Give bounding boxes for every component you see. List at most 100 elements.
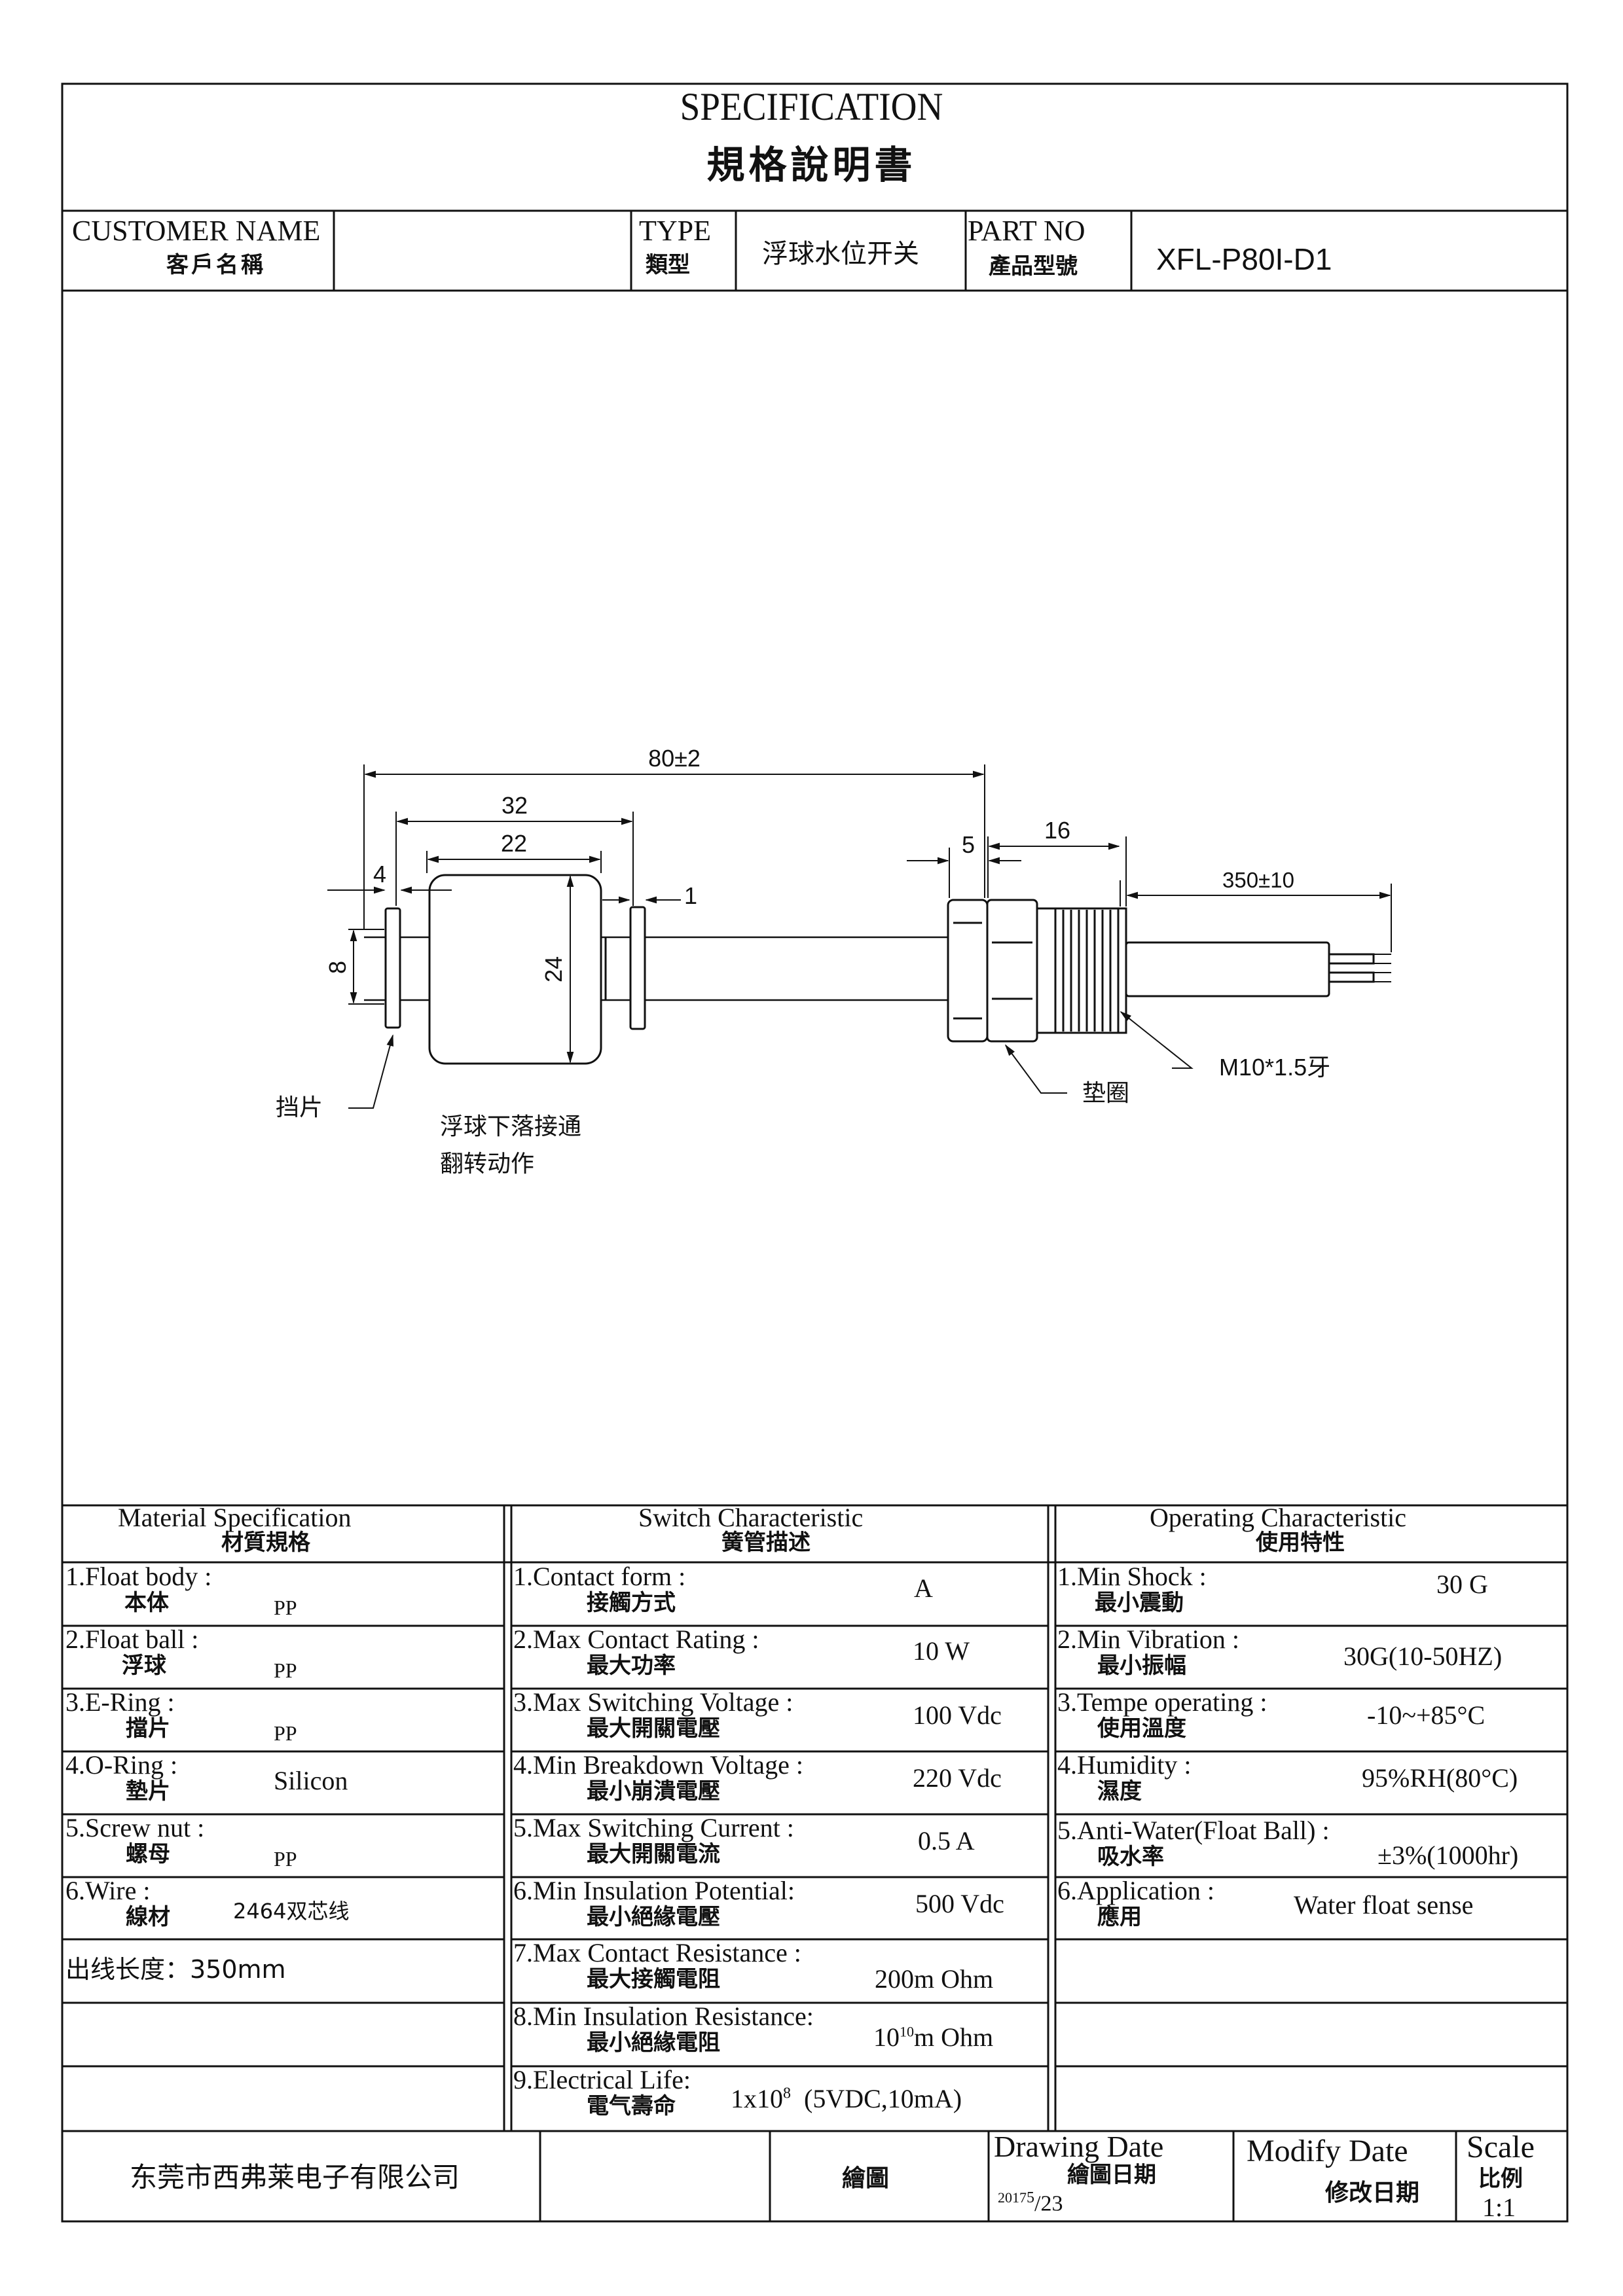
note-line2: 翻转动作: [440, 1150, 534, 1177]
switch-row-value: 220 Vdc: [913, 1763, 1002, 1793]
material-row-label-zh: 浮球: [122, 1653, 166, 1679]
switch-row-value: A: [914, 1573, 933, 1603]
switch-header: Switch Characteristic: [638, 1503, 864, 1532]
type-label-zh: 類型: [646, 252, 690, 278]
dim-5: 5: [962, 831, 975, 858]
operating-row-value: Water float sense: [1294, 1890, 1474, 1920]
dim-4: 4: [373, 861, 386, 888]
modify-date-label-zh: 修改日期: [1325, 2179, 1420, 2206]
switch-row-value: 1010m Ohm: [873, 2022, 994, 2052]
material-row-value: 2464双芯线: [233, 1899, 350, 1924]
operating-row-label: 2.Min Vibration :: [1057, 1624, 1239, 1654]
operating-row-label-zh: 吸水率: [1097, 1844, 1164, 1870]
cable: [1125, 941, 1330, 997]
switch-header-zh: 簧管描述: [721, 1530, 811, 1556]
part-no-value: XFL-P80I-D1: [1156, 242, 1332, 276]
dim-8: 8: [324, 961, 351, 974]
washer: [947, 899, 989, 1043]
switch-row-label-zh: 最小絕緣電阻: [587, 2030, 720, 2056]
hex-nut: [986, 899, 1038, 1043]
wire-1: [1328, 953, 1375, 965]
switch-row-value: 0.5 A: [918, 1826, 975, 1856]
switch-row-value: 500 Vdc: [915, 1889, 1004, 1918]
operating-row-label: 4.Humidity :: [1057, 1750, 1192, 1780]
operating-row-label: 5.Anti-Water(Float Ball) :: [1057, 1816, 1330, 1845]
switch-row-label-zh: 最小崩潰電壓: [587, 1778, 720, 1804]
operating-row-label: 1.Min Shock :: [1057, 1562, 1207, 1591]
material-row-label: 2.Float ball :: [65, 1624, 199, 1654]
title-en: SPECIFICATION: [680, 85, 943, 128]
operating-row-value: 30G(10-50HZ): [1343, 1641, 1503, 1671]
switch-row-label: 3.Max Switching Voltage :: [513, 1687, 793, 1717]
dim-wire-length: 350±10: [1222, 868, 1294, 892]
switch-row-label: 2.Max Contact Rating :: [513, 1624, 759, 1654]
material-row-label: 5.Screw nut :: [65, 1813, 205, 1842]
material-row-label-zh: 線材: [126, 1904, 170, 1930]
operating-row-label-zh: 應用: [1097, 1904, 1142, 1930]
dim-32: 32: [501, 792, 528, 819]
material-row-label-zh: 墊片: [126, 1778, 170, 1804]
part-no-label-zh: 產品型號: [989, 253, 1078, 279]
switch-row-value: 10 W: [913, 1636, 970, 1666]
switch-row-label: 1.Contact form :: [513, 1562, 686, 1591]
operating-row-label: 3.Tempe operating :: [1057, 1687, 1267, 1717]
float-ball: [428, 874, 602, 1065]
clip-label: 挡片: [276, 1094, 323, 1121]
material-row-label: 4.O-Ring :: [65, 1750, 178, 1780]
clip-right: [629, 906, 646, 1030]
switch-row-value: 200m Ohm: [875, 1964, 994, 1994]
material-row-label-zh: 擋片: [126, 1715, 170, 1742]
operating-row-label-zh: 最小震動: [1095, 1590, 1184, 1616]
material-row-value: PP: [274, 1659, 297, 1682]
operating-row-value: 95%RH(80°C): [1362, 1763, 1518, 1793]
type-value: 浮球水位开关: [762, 239, 919, 269]
material-row-value: PP: [274, 1596, 297, 1619]
switch-row-label-zh: 最大開關電流: [587, 1841, 720, 1867]
switch-row-label-zh: 最大功率: [587, 1653, 676, 1679]
operating-row-label: 6.Application :: [1057, 1876, 1214, 1905]
washer-label: 垫圈: [1082, 1079, 1129, 1106]
material-row-label-zh: 螺母: [126, 1841, 170, 1867]
switch-row-label: 4.Min Breakdown Voltage :: [513, 1750, 803, 1780]
switch-row-label: 8.Min Insulation Resistance:: [513, 2001, 814, 2031]
switch-row-label-zh: 電气壽命: [587, 2093, 676, 2119]
thread-label: M10*1.5牙: [1219, 1054, 1330, 1081]
dim-overall-length: 80±2: [648, 745, 701, 772]
switch-row-label: 9.Electrical Life:: [513, 2065, 691, 2094]
scale-value: 1:1: [1482, 2193, 1516, 2222]
dim-22: 22: [501, 830, 527, 857]
wire-2: [1328, 971, 1375, 983]
operating-row-value: ±3%(1000hr): [1377, 1840, 1519, 1870]
customer-name-label-zh: 客戶名稱: [166, 252, 266, 278]
customer-name-label: CUSTOMER NAME: [72, 215, 321, 247]
dim-16: 16: [1044, 817, 1070, 844]
dim-1: 1: [684, 882, 697, 909]
drawing-date-label: Drawing Date: [994, 2130, 1164, 2163]
switch-row-label-zh: 最大接觸電阻: [587, 1966, 720, 1992]
switch-row-label: 7.Max Contact Resistance :: [513, 1938, 801, 1967]
modify-date-label: Modify Date: [1247, 2134, 1408, 2168]
drawing-date-label-zh: 繪圖日期: [1067, 2162, 1156, 2188]
scale-label: Scale: [1467, 2130, 1535, 2164]
material-row-label: 1.Float body :: [65, 1562, 212, 1591]
part-no-label: PART NO: [968, 215, 1085, 247]
scale-label-zh: 比例: [1478, 2166, 1523, 2192]
material-header: Material Specification: [118, 1503, 352, 1532]
switch-row-label-zh: 接觸方式: [587, 1590, 676, 1616]
switch-row-label: 5.Max Switching Current :: [513, 1813, 794, 1842]
material-header-zh: 材質規格: [221, 1530, 310, 1556]
switch-row-label: 6.Min Insulation Potential:: [513, 1876, 795, 1905]
thread: [1036, 907, 1127, 1034]
switch-row-label-zh: 最大開關電壓: [587, 1715, 720, 1742]
company-name: 东莞市西弗莱电子有限公司: [130, 2161, 460, 2193]
note-line1: 浮球下落接通: [440, 1113, 581, 1139]
operating-row-label-zh: 濕度: [1097, 1778, 1142, 1804]
operating-row-value: 30 G: [1436, 1570, 1488, 1599]
clip-left: [384, 907, 401, 1029]
material-row-value: Silicon: [274, 1766, 348, 1795]
material-row-value: PP: [274, 1847, 297, 1871]
operating-row-label-zh: 使用溫度: [1097, 1715, 1186, 1742]
dim-24: 24: [540, 956, 567, 982]
